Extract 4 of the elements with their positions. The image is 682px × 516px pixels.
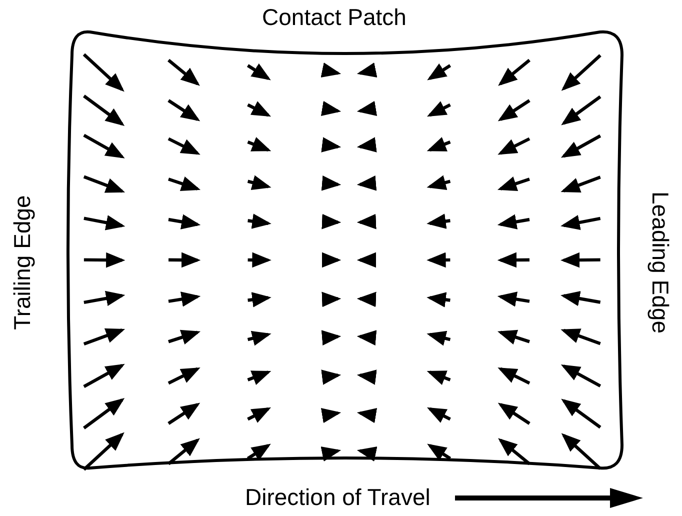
side-label: Trailing Edge	[10, 194, 34, 330]
direction-label: Direction of Travel	[245, 486, 430, 509]
side-label: Leading Edge	[648, 191, 672, 333]
patch-heading: Contact Patch	[262, 6, 406, 29]
